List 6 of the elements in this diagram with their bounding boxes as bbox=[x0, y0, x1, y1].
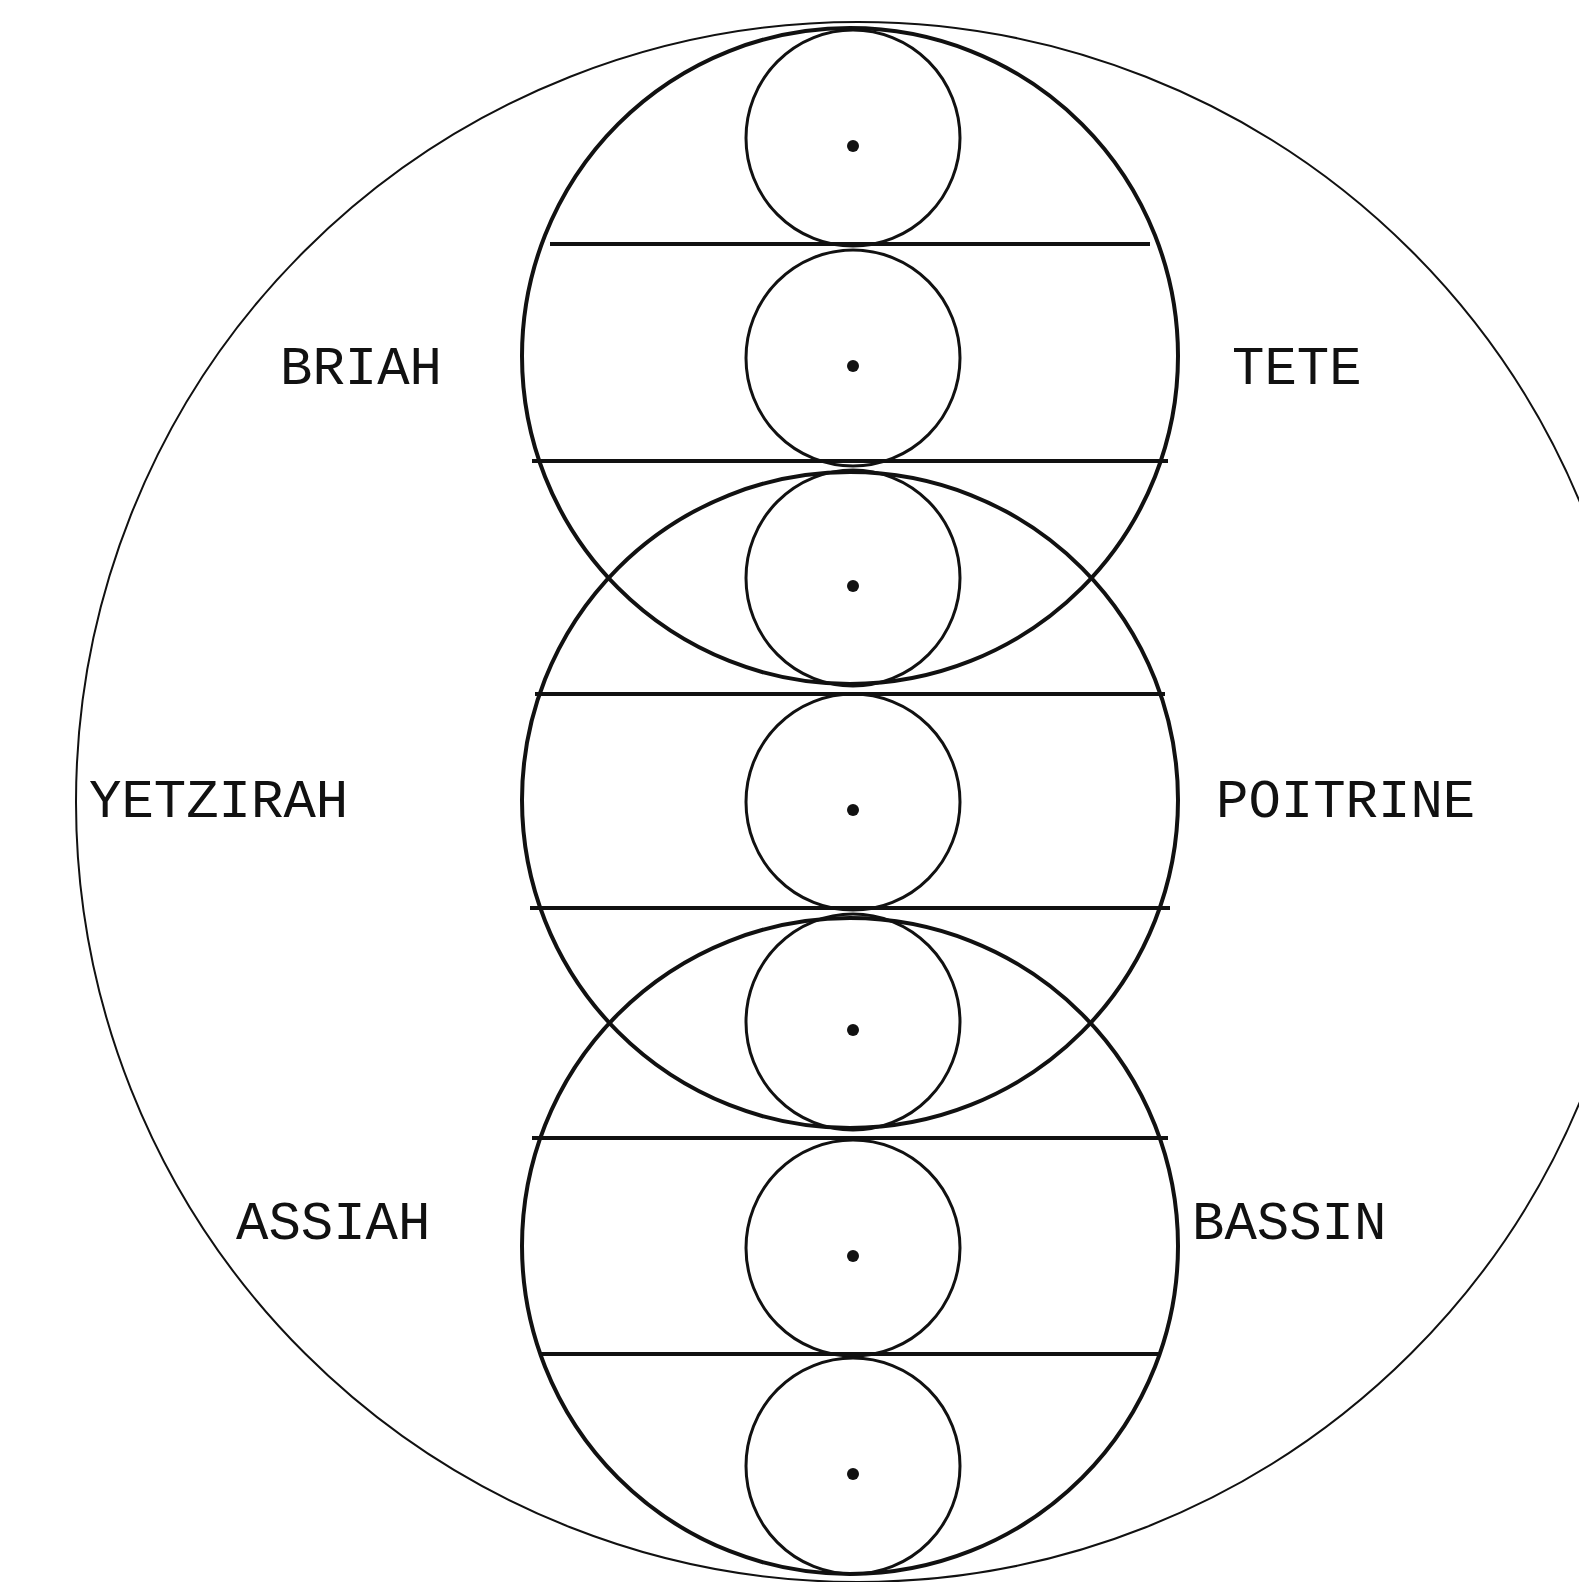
region-label: ASSIAH bbox=[236, 1198, 431, 1252]
region-label: YETZIRAH bbox=[89, 776, 349, 830]
region-label: BASSIN bbox=[1192, 1198, 1387, 1252]
region-label: TETE bbox=[1232, 343, 1362, 397]
region-label: BRIAH bbox=[280, 343, 443, 397]
region-label: POITRINE bbox=[1216, 776, 1476, 830]
